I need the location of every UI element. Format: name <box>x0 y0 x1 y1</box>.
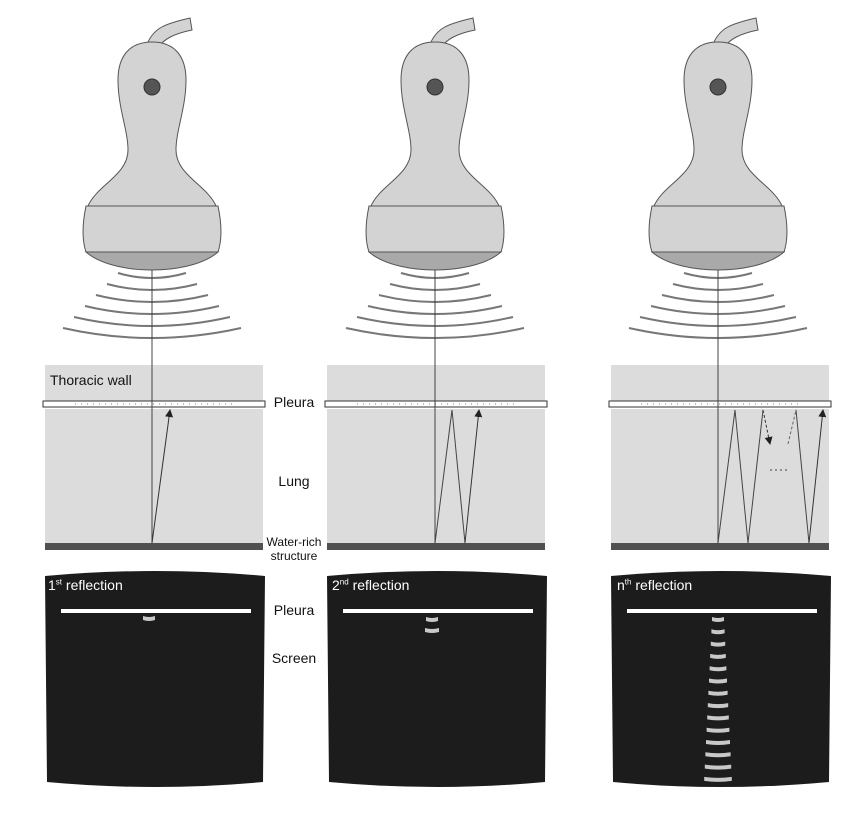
lung-layer <box>327 409 545 543</box>
panel-n-title: nth reflection <box>617 577 693 593</box>
probe-cable-icon <box>146 17 193 47</box>
reflection-path <box>808 409 827 544</box>
probe-button-icon <box>143 78 161 96</box>
ultrasound-screen <box>611 571 831 787</box>
water-rich-structure-layer <box>611 543 829 550</box>
echo-band <box>710 641 726 647</box>
lung-label: Lung <box>278 473 310 489</box>
water-rich-structure-layer <box>327 543 545 550</box>
echo-band <box>704 776 732 782</box>
screen-pleura-line <box>343 609 533 613</box>
thoracic-wall-layer <box>611 365 829 401</box>
echo-band <box>707 715 729 721</box>
pleura-label: Pleura <box>273 394 315 410</box>
probe-button-icon <box>426 78 444 96</box>
reflection-path <box>717 409 764 544</box>
water-rich-label-line1: Water-rich <box>266 535 322 549</box>
probe-body-icon <box>653 41 783 207</box>
echo-band <box>143 616 155 621</box>
echo-band <box>711 629 725 635</box>
reflection-path <box>795 409 810 544</box>
reflection-path-dashed <box>787 409 797 445</box>
echo-band <box>706 740 730 745</box>
probe-footprint-icon <box>84 251 220 271</box>
echo-band <box>426 617 438 622</box>
screen-label: Screen <box>271 650 317 666</box>
thoracic-wall-layer <box>45 365 263 401</box>
probe-body-icon <box>87 41 217 207</box>
ellipsis-dot <box>770 469 772 471</box>
ellipsis-dot <box>780 469 782 471</box>
probe-footprint-icon <box>367 251 503 271</box>
lung-layer <box>611 409 829 543</box>
echo-band <box>707 703 729 709</box>
screen-pleura-line <box>627 609 817 613</box>
panel-2-title: 2nd reflection <box>332 577 410 593</box>
lung-layer <box>45 409 263 543</box>
probe-cable-icon <box>429 17 476 47</box>
reflection-path <box>151 409 174 544</box>
ellipsis-dot <box>775 469 777 471</box>
ultrasound-screen <box>327 571 547 787</box>
thoracic-wall-label: Thoracic wall <box>50 372 132 388</box>
probe-head-icon <box>365 205 505 253</box>
echo-band <box>709 666 727 672</box>
thoracic-wall-layer <box>327 365 545 401</box>
reflection-path <box>464 409 483 544</box>
probe-body-icon <box>370 41 500 207</box>
water-rich-label-line2: structure <box>270 549 318 563</box>
echo-band <box>425 628 439 633</box>
reflection-path-dashed <box>762 409 773 445</box>
echo-band <box>712 617 724 622</box>
echo-band <box>708 690 728 696</box>
screen-pleura-label: Pleura <box>273 602 315 618</box>
echo-band <box>704 764 732 770</box>
ellipsis-dot <box>785 469 787 471</box>
screen-pleura-line <box>61 609 251 613</box>
ultrasound-screen <box>45 571 265 787</box>
probe-button-icon <box>709 78 727 96</box>
panel-1-title: 1st reflection <box>48 577 123 593</box>
echo-band <box>706 727 730 733</box>
echo-band <box>710 653 726 659</box>
reflection-path <box>434 409 466 544</box>
echo-band <box>709 678 727 684</box>
probe-footprint-icon <box>650 251 786 271</box>
probe-cable-icon <box>712 17 759 47</box>
probe-head-icon <box>648 205 788 253</box>
water-rich-structure-layer <box>45 543 263 550</box>
probe-head-icon <box>82 205 222 253</box>
echo-band <box>705 752 731 758</box>
